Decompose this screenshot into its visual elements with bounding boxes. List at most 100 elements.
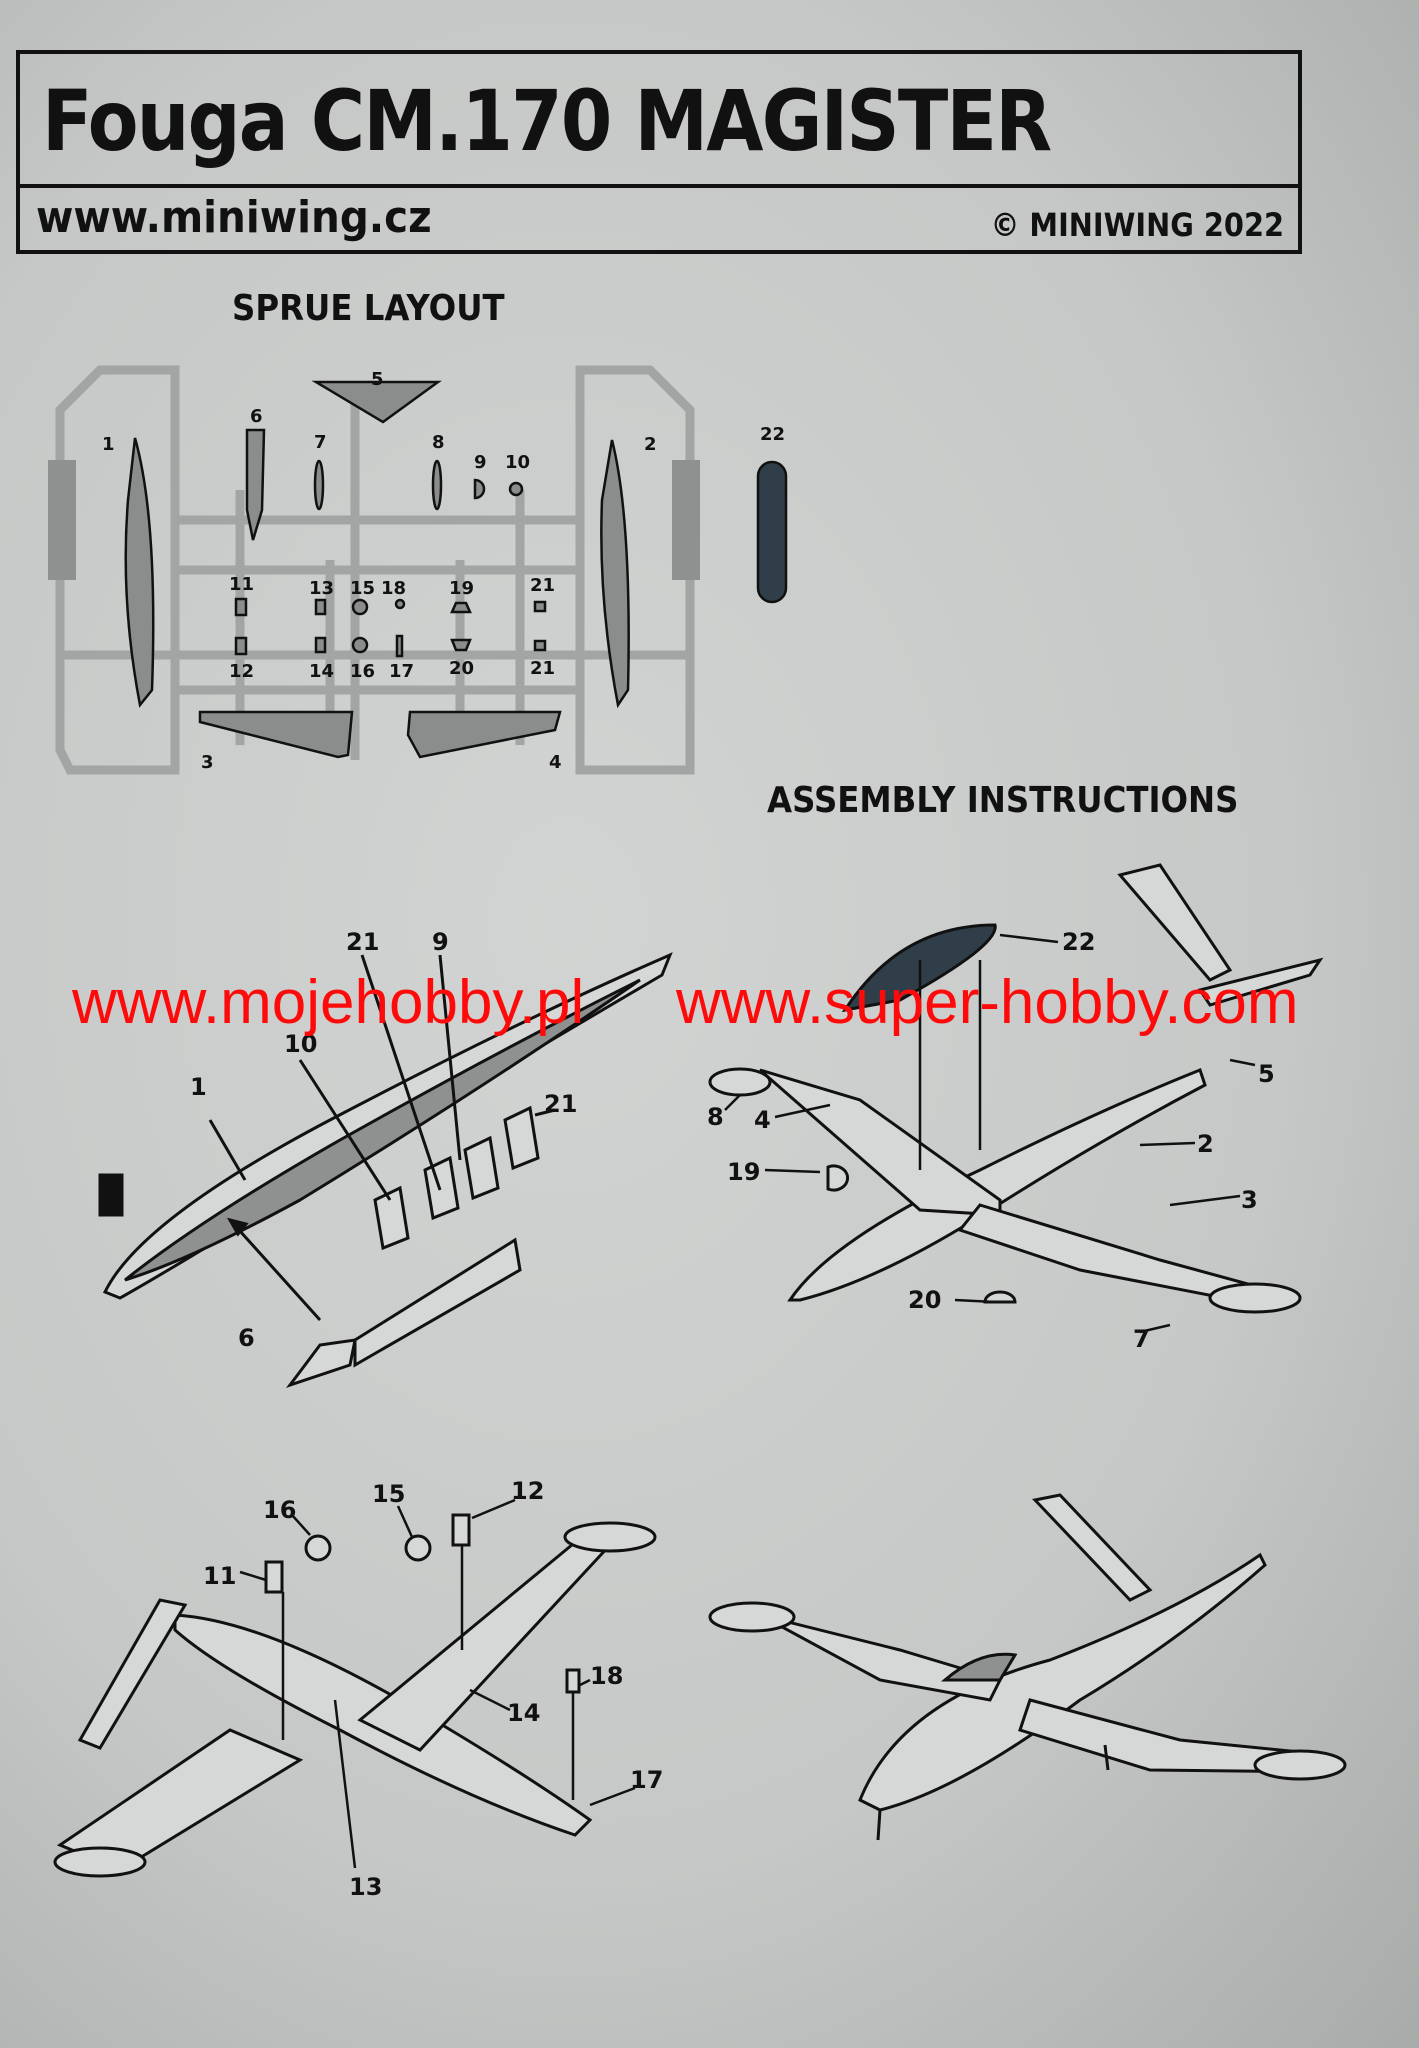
sprue-frame-right [575,365,695,775]
step3-labels: 16 15 12 11 18 14 17 13 [203,1477,663,1901]
part-9 [473,478,486,500]
assembly-instructions-heading: ASSEMBLY INSTRUCTIONS [767,780,1239,821]
label-7: 7 [1133,1325,1150,1353]
step4-finished-model [708,1493,1347,1841]
label-16: 16 [263,1496,296,1524]
label-12: 12 [229,661,254,682]
part-10 [508,481,524,497]
sprue-runners [60,390,690,760]
label-9: 9 [474,452,487,473]
tail-fin [1032,1493,1153,1602]
label-15: 15 [372,1480,405,1508]
label-4: 4 [549,752,562,773]
label-6: 6 [238,1324,255,1352]
drawing-stroke [239,1498,636,1869]
tail-plane [1197,957,1324,1007]
label-10: 10 [505,452,530,473]
label-21b: 21 [530,658,555,679]
part-6-nose [285,1338,357,1388]
label-8: 8 [707,1103,724,1131]
label-11: 11 [229,574,254,595]
sprue-tab [672,460,700,580]
label-21: 21 [530,575,555,596]
step3-undercarriage-assembly [53,1513,657,1878]
part-20 [450,638,472,652]
page-title: Fouga CM.170 MAGISTER [42,72,1052,170]
part-6 [245,428,266,541]
drawing-stroke [298,954,556,1201]
sprue-labels: 1 2 3 4 5 6 7 8 9 10 11 12 13 14 15 16 1… [102,369,785,773]
label-12: 12 [511,1477,544,1505]
part-15 [351,598,369,616]
label-6: 6 [250,406,263,427]
label-16: 16 [350,661,375,682]
label-22: 22 [1062,928,1095,956]
left-tip-tank [53,1846,147,1878]
label-5: 5 [371,369,384,390]
left-tip-tank [708,1067,772,1097]
label-2: 2 [644,434,657,455]
sprue-frame-left [55,365,180,775]
tail-plane [77,1598,188,1750]
part-8 [431,459,443,511]
label-13: 13 [309,578,334,599]
label-2: 2 [1197,1130,1214,1158]
divider [20,184,1298,188]
label-7: 7 [314,432,327,453]
seats [373,1105,540,1251]
part-16 [304,1534,332,1562]
label-3: 3 [201,752,214,773]
part-12 [451,1513,471,1547]
part-13 [314,598,327,616]
right-tip-tank [1208,1282,1302,1314]
part-21 [533,600,547,613]
part-20 [983,1290,1017,1304]
label-20: 20 [908,1286,941,1314]
label-18: 18 [381,578,406,599]
part-17 [395,634,404,658]
part-21b [533,639,547,652]
label-18: 18 [590,1662,623,1690]
tail-fin [1117,863,1233,982]
sprue-layout-heading: SPRUE LAYOUT [232,288,505,329]
step2-airframe-assembly [708,863,1324,1314]
label-21: 21 [346,928,379,956]
part-15 [404,1534,432,1562]
part-2 [600,439,630,709]
part-19 [450,601,472,614]
drawing-stroke [208,1119,247,1181]
step2-leaders [724,933,1256,1334]
label-9: 9 [432,928,449,956]
label-4: 4 [754,1106,771,1134]
paint-symbol-icon [98,1173,124,1217]
part-12 [234,636,248,656]
label-13: 13 [349,1873,382,1901]
label-20: 20 [449,658,474,679]
label-5: 5 [1258,1060,1275,1088]
label-14: 14 [309,661,334,682]
part-18 [565,1668,581,1694]
left-tip-tank [708,1601,796,1633]
part-19 [826,1164,850,1192]
label-22: 22 [760,424,785,445]
watermark-left: www.mojehobby.pl [72,968,585,1037]
title-box: Fouga CM.170 MAGISTER www.miniwing.cz © … [16,50,1302,254]
part-3 [198,710,354,759]
label-1: 1 [102,434,115,455]
left-wing [759,1068,1002,1217]
label-3: 3 [1241,1186,1258,1214]
part-16 [351,636,369,654]
step3-leaders [239,1498,636,1869]
part-1 [124,437,155,708]
label-1: 1 [190,1073,207,1101]
part-5 [311,380,442,424]
label-17: 17 [389,661,414,682]
drawing-stroke [724,933,1256,1334]
canopy [940,1652,1018,1682]
step1-cockpit-assembly [98,952,673,1388]
label-8: 8 [432,432,445,453]
step1-labels: 1 10 21 9 21 6 [190,928,577,1352]
watermark-right: www.super-hobby.com [676,968,1299,1037]
part-14 [314,636,327,654]
drawing-stroke [876,1744,1110,1841]
